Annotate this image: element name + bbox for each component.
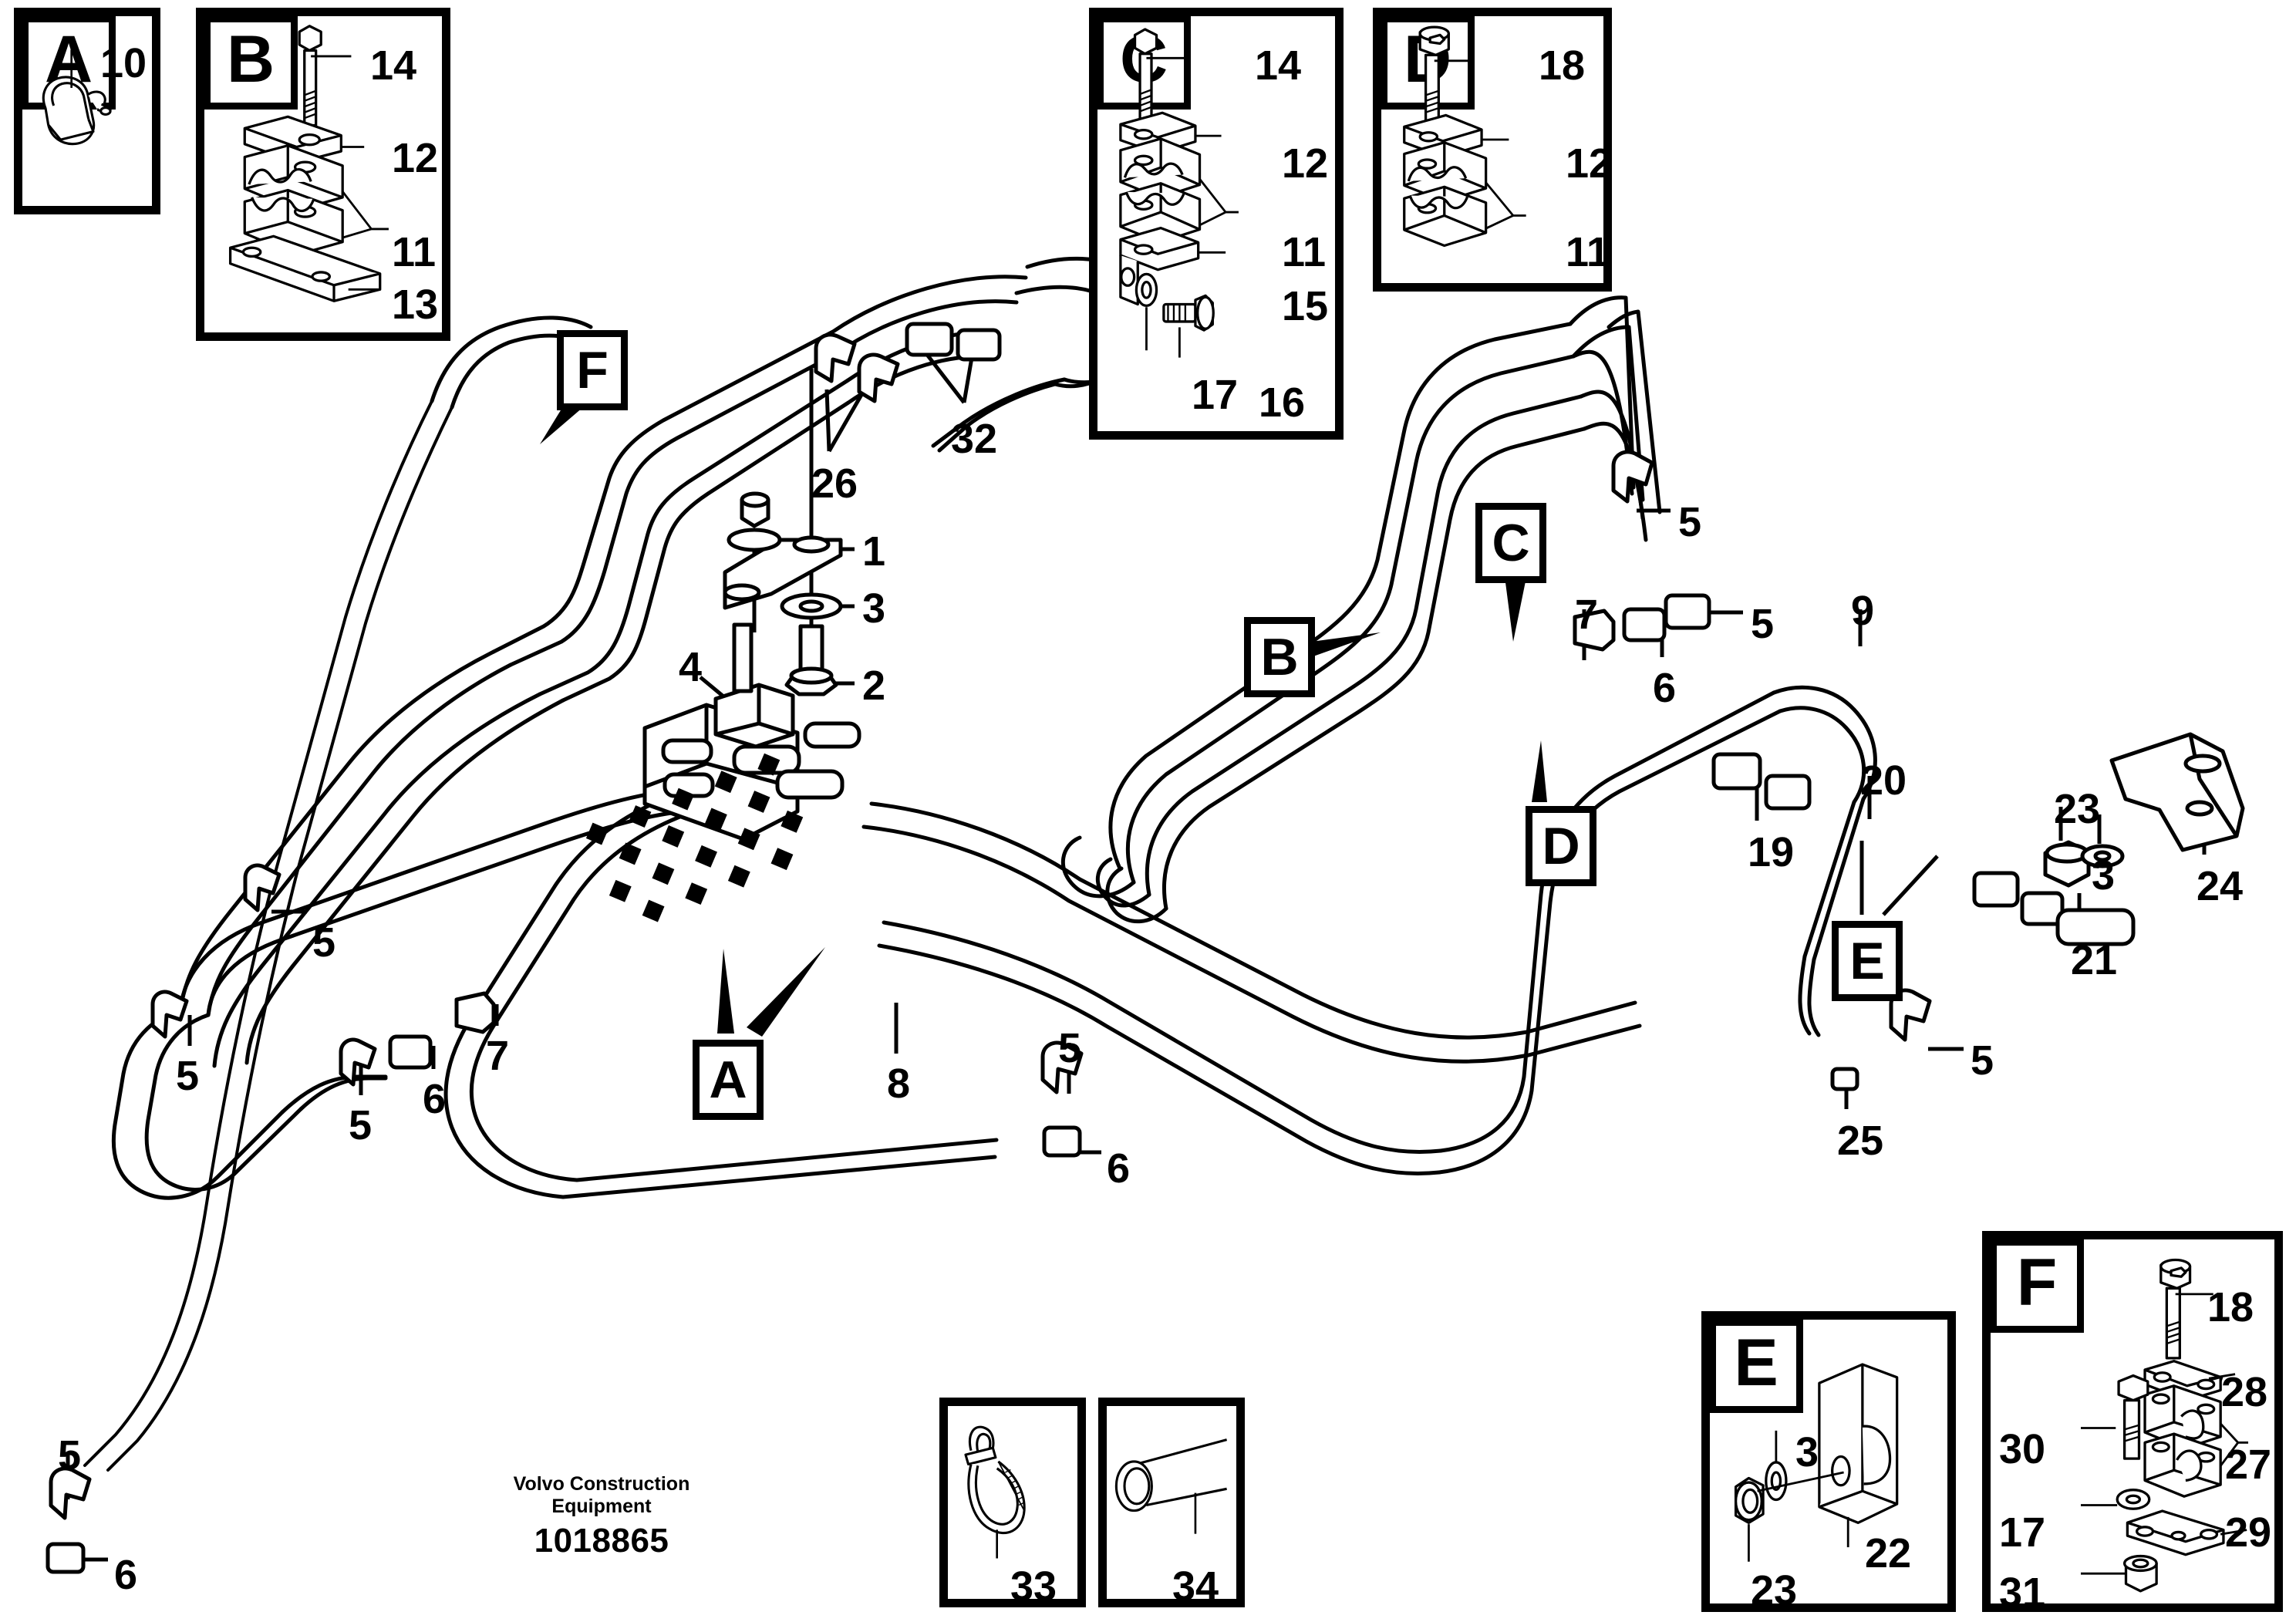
item-number-7-right: 7	[1575, 592, 1599, 638]
item-number-3-top: 3	[862, 585, 886, 632]
detail-panel-f: F	[1982, 1231, 2283, 1612]
panel-c-label-15: 15	[1282, 283, 1329, 329]
panel-e-tag: E	[1709, 1319, 1803, 1413]
panel-a-illustration	[42, 49, 113, 146]
callout-box-e: E	[1832, 921, 1903, 1001]
panel-c-label-17: 17	[1192, 372, 1239, 418]
panel-c-label-12: 12	[1282, 140, 1329, 187]
panel-e-label-22: 22	[1865, 1530, 1912, 1576]
item-number-6-bottom-left: 6	[114, 1552, 138, 1598]
panel-34-illustration	[1114, 1438, 1228, 1534]
panel-f-label-31: 31	[1999, 1570, 2046, 1616]
callout-box-a: A	[693, 1040, 764, 1120]
panel-33-label: 33	[1010, 1563, 1057, 1610]
detail-panel-b: B	[196, 8, 450, 341]
panel-b-label-12: 12	[392, 135, 439, 181]
panel-b-tag: B	[204, 15, 298, 110]
panel-f-illustration	[2081, 1258, 2249, 1593]
callout-box-c: C	[1475, 503, 1546, 583]
item-number-6-left: 6	[423, 1076, 447, 1122]
detail-panel-tube	[1098, 1398, 1245, 1607]
panel-d-label-11: 11	[1566, 229, 1610, 275]
panel-34-label: 34	[1172, 1563, 1219, 1610]
detail-panel-a: A	[14, 8, 160, 214]
panel-e-label-3: 3	[1795, 1429, 1819, 1475]
item-number-5-left-lower: 5	[349, 1102, 373, 1148]
item-number-8: 8	[887, 1061, 911, 1107]
panel-e-label-23: 23	[1751, 1567, 1798, 1614]
panel-f-label-29: 29	[2225, 1509, 2272, 1556]
panel-c-illustration	[1119, 28, 1239, 358]
panel-c-label-16: 16	[1259, 379, 1306, 426]
item-number-20: 20	[1860, 757, 1907, 804]
brand-block: Volvo Construction Equipment 1018865	[478, 1473, 725, 1561]
item-number-5-left-mid: 5	[176, 1053, 200, 1099]
panel-d-label-12: 12	[1566, 140, 1613, 187]
detail-panel-c: C	[1089, 8, 1344, 440]
detail-panel-e: E	[1701, 1311, 1956, 1612]
panel-b-label-13: 13	[392, 282, 439, 328]
panel-f-label-28: 28	[2221, 1369, 2268, 1415]
part-number: 1018865	[534, 1522, 669, 1560]
item-number-9: 9	[1851, 588, 1875, 634]
item-number-6-bottom-center: 6	[1107, 1145, 1131, 1192]
item-number-5-right: 5	[1751, 601, 1775, 647]
item-number-5-lower-right: 5	[1971, 1037, 1994, 1084]
panel-33-illustration	[964, 1425, 1026, 1559]
panel-d-label-18: 18	[1539, 42, 1586, 89]
panel-b-label-14: 14	[370, 42, 417, 89]
callout-box-d: D	[1526, 806, 1596, 886]
detail-panel-d: D	[1373, 8, 1612, 292]
detail-panel-cable-tie	[939, 1398, 1086, 1607]
item-number-32: 32	[951, 416, 998, 462]
panel-c-label-11: 11	[1282, 229, 1327, 275]
item-number-4: 4	[679, 644, 703, 690]
panel-e-illustration	[1734, 1363, 1899, 1562]
callout-box-f: F	[557, 330, 628, 410]
panel-c-label-14: 14	[1255, 42, 1302, 89]
item-number-6-right: 6	[1653, 665, 1677, 711]
item-number-21: 21	[2071, 937, 2118, 983]
panel-f-label-18: 18	[2207, 1284, 2254, 1330]
item-number-5-left-upper: 5	[312, 919, 336, 966]
brand-line-2: Equipment	[551, 1496, 652, 1517]
item-number-23-right: 23	[2054, 786, 2101, 832]
item-number-5-bottom-center: 5	[1058, 1025, 1082, 1071]
panel-f-label-27: 27	[2225, 1442, 2272, 1488]
panel-d-illustration	[1403, 25, 1526, 248]
item-number-7-left: 7	[486, 1033, 510, 1079]
item-number-5-bottom-left: 5	[58, 1432, 82, 1479]
panel-a-label-10: 10	[100, 40, 147, 86]
panel-f-label-17: 17	[1999, 1509, 2046, 1556]
item-number-26: 26	[811, 460, 858, 507]
item-number-24: 24	[2197, 863, 2244, 909]
callout-box-b: B	[1244, 617, 1315, 697]
item-number-1: 1	[862, 528, 886, 575]
panel-f-label-30: 30	[1999, 1426, 2046, 1472]
item-number-19: 19	[1748, 829, 1795, 875]
brand-line-1: Volvo Construction	[513, 1473, 690, 1495]
item-number-3-right: 3	[2092, 852, 2116, 899]
item-number-5-top-right: 5	[1678, 499, 1702, 545]
panel-b-illustration	[228, 25, 389, 302]
item-number-25: 25	[1837, 1118, 1884, 1164]
panel-b-label-11: 11	[392, 229, 437, 275]
item-number-2: 2	[862, 663, 886, 709]
panel-f-tag: F	[1990, 1239, 2084, 1333]
